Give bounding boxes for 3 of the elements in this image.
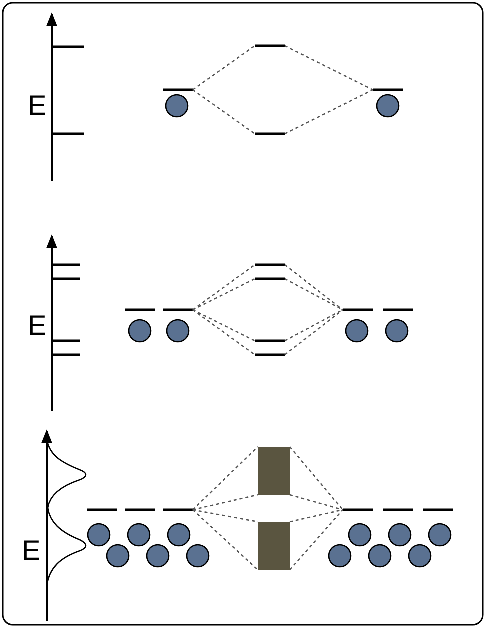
axis-label: E [22,537,41,565]
axis-label: E [28,312,47,340]
axis-label: E [28,92,47,120]
